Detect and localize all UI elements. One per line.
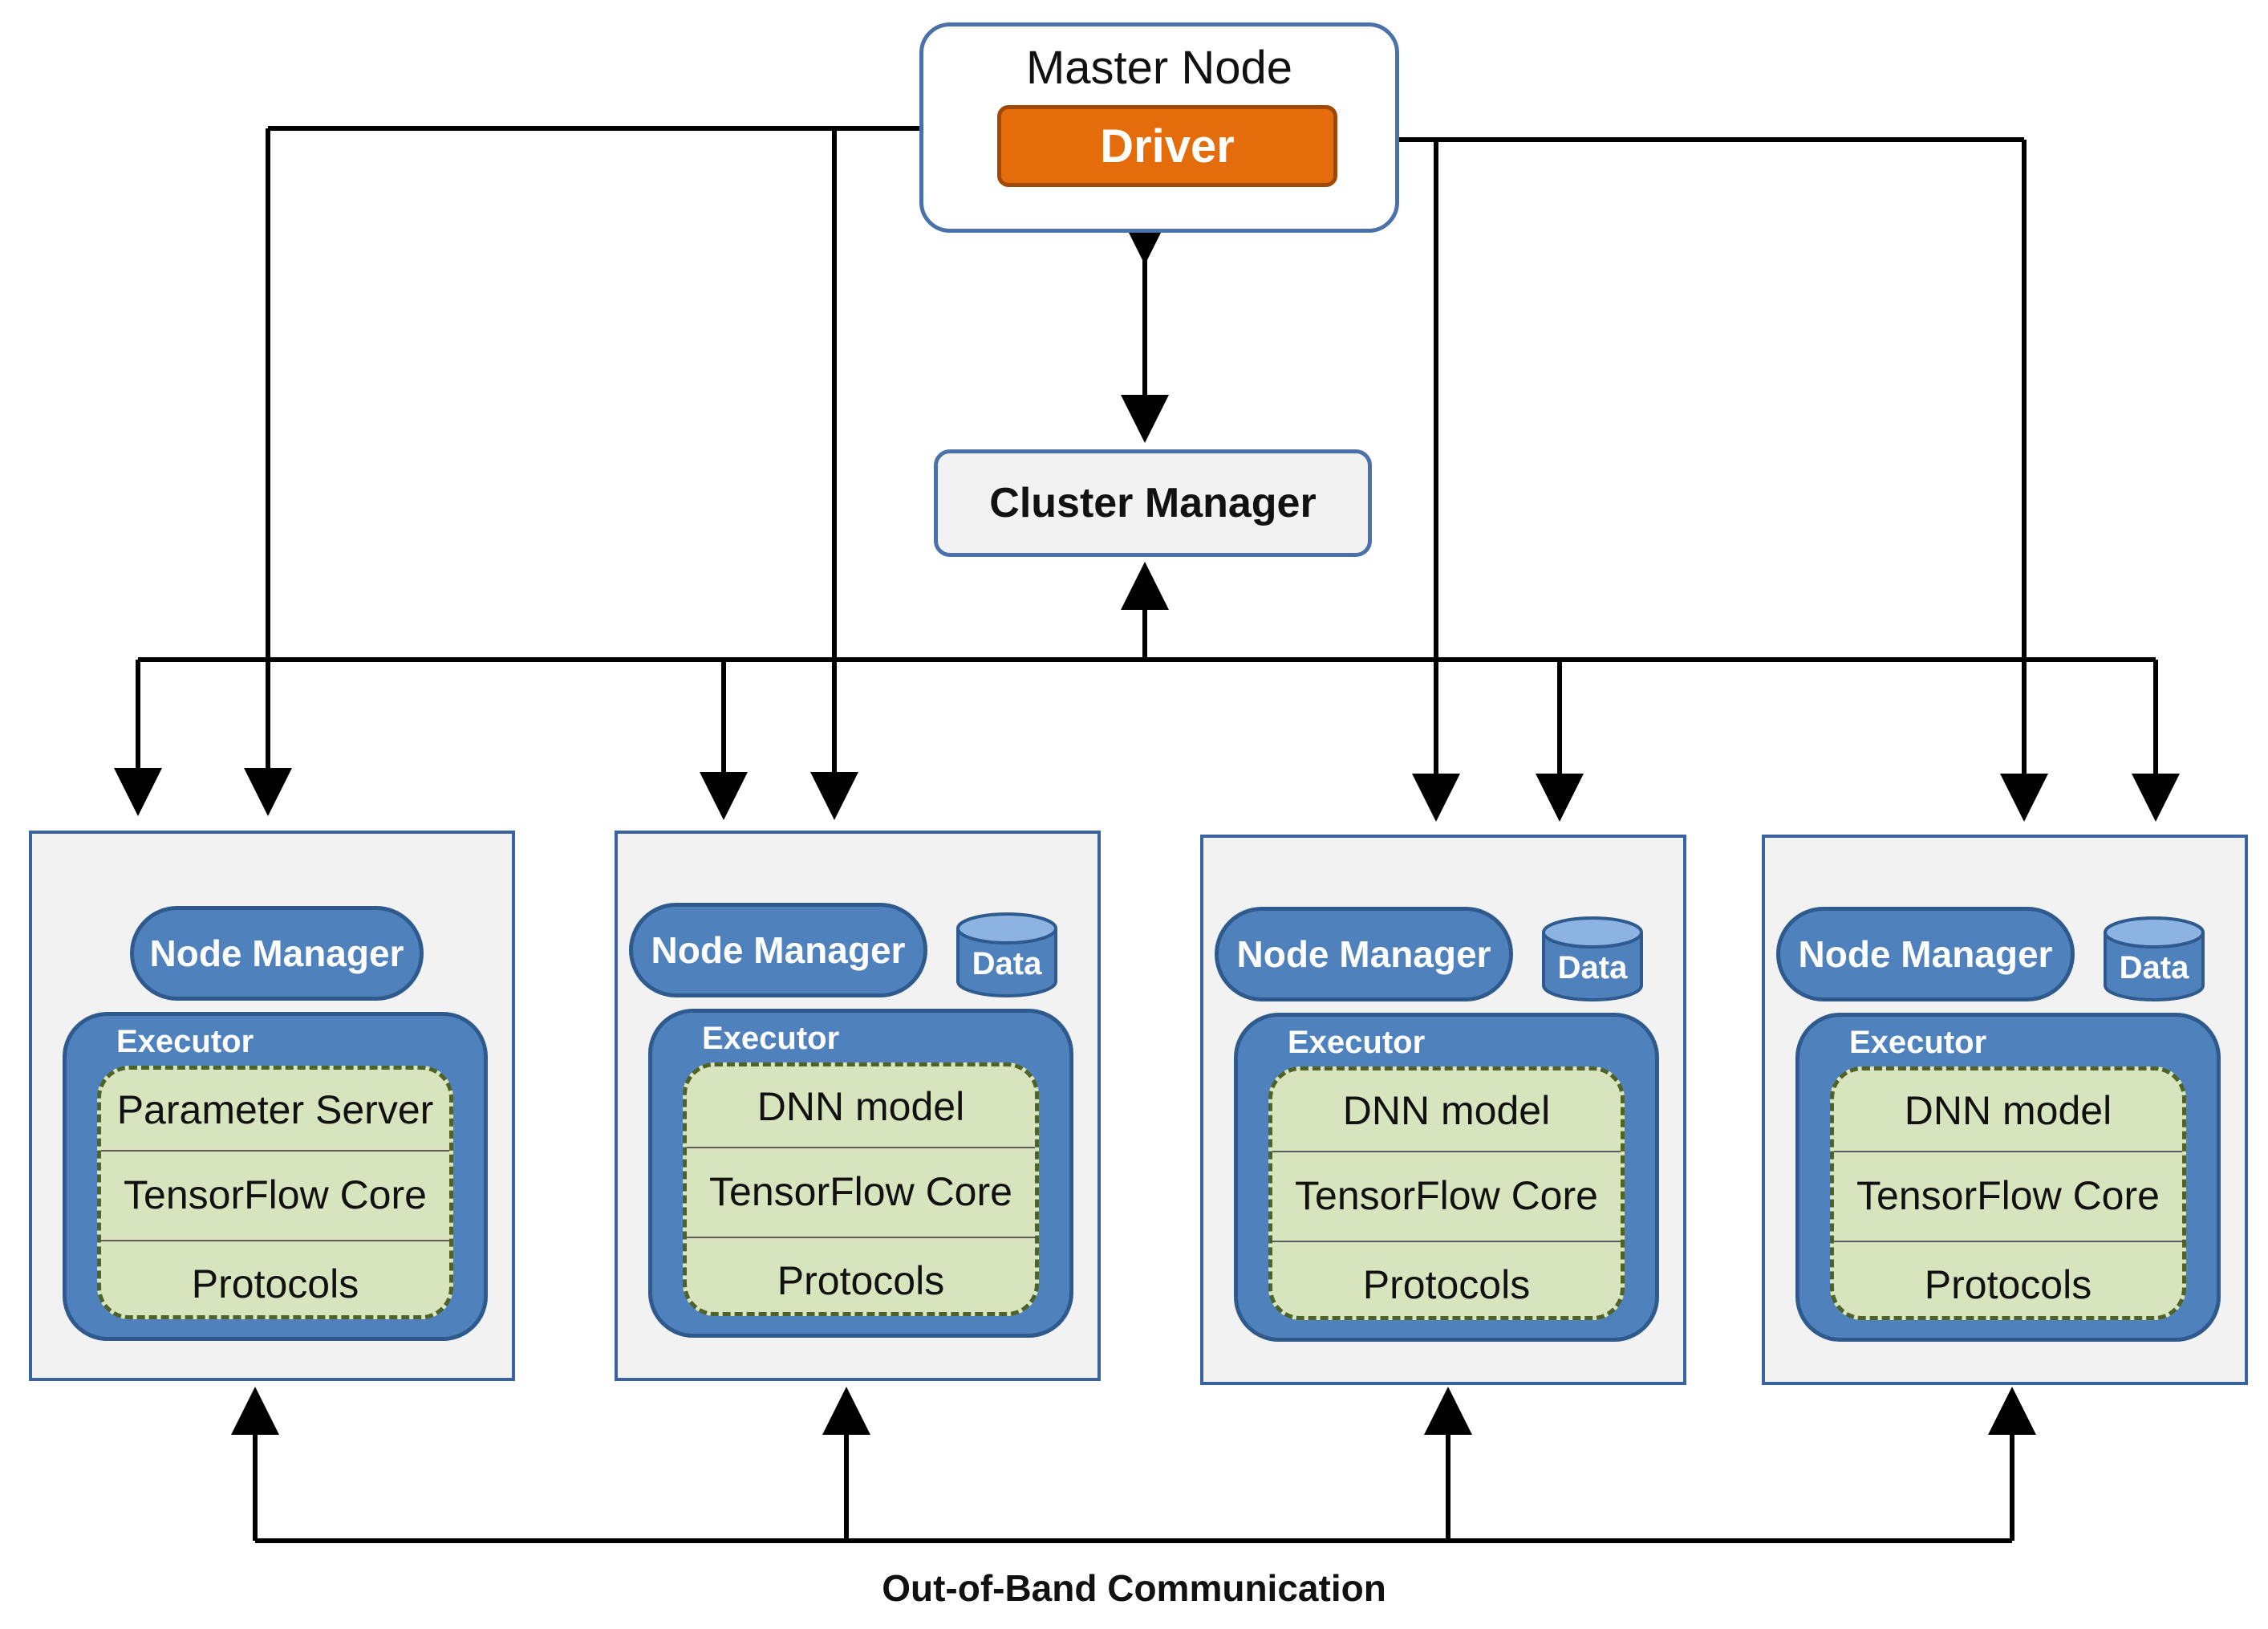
node-manager: Node Manager bbox=[629, 903, 927, 997]
executor-label: Executor bbox=[1849, 1025, 1987, 1060]
executor-label: Executor bbox=[1288, 1025, 1426, 1060]
cluster-manager: Cluster Manager bbox=[934, 449, 1372, 557]
layer-top: DNN model bbox=[757, 1084, 965, 1129]
layer-bottom: Protocols bbox=[1924, 1262, 2092, 1307]
layer-bottom: Protocols bbox=[1362, 1262, 1531, 1307]
layer-top: DNN model bbox=[1904, 1088, 2112, 1133]
executor-stack: DNN model TensorFlow Core Protocols bbox=[1268, 1066, 1625, 1320]
layer-top: DNN model bbox=[1342, 1088, 1551, 1133]
data-label: Data bbox=[972, 946, 1042, 981]
layer-middle: TensorFlow Core bbox=[709, 1169, 1012, 1214]
layer-bottom: Protocols bbox=[191, 1261, 359, 1306]
driver-box: Driver bbox=[997, 105, 1337, 187]
data-cylinder-icon bbox=[2104, 916, 2205, 1001]
data-cylinder-icon bbox=[1542, 916, 1643, 1001]
node-manager: Node Manager bbox=[130, 906, 424, 1001]
layer-middle: TensorFlow Core bbox=[1856, 1173, 2160, 1218]
layer-middle: TensorFlow Core bbox=[1295, 1173, 1598, 1218]
executor-stack: DNN model TensorFlow Core Protocols bbox=[683, 1062, 1039, 1316]
layer-divider bbox=[1834, 1151, 2182, 1152]
executor: Executor DNN model TensorFlow Core Proto… bbox=[1795, 1013, 2221, 1342]
layer-middle: TensorFlow Core bbox=[124, 1172, 427, 1217]
layer-divider bbox=[1272, 1241, 1621, 1242]
out-of-band-label: Out-of-Band Communication bbox=[882, 1567, 1386, 1609]
data-label: Data bbox=[1557, 950, 1628, 985]
worker-node-1: Node Manager Executor Parameter Server T… bbox=[29, 831, 515, 1381]
layer-divider bbox=[1834, 1241, 2182, 1242]
executor: Executor DNN model TensorFlow Core Proto… bbox=[1234, 1013, 1659, 1342]
executor-stack: DNN model TensorFlow Core Protocols bbox=[1830, 1066, 2186, 1320]
executor-stack: Parameter Server TensorFlow Core Protoco… bbox=[97, 1066, 453, 1319]
layer-divider bbox=[687, 1147, 1035, 1148]
layer-divider bbox=[101, 1150, 449, 1152]
layer-divider bbox=[687, 1237, 1035, 1238]
executor: Executor Parameter Server TensorFlow Cor… bbox=[63, 1012, 488, 1341]
master-node-title: Master Node bbox=[1025, 42, 1293, 94]
node-manager: Node Manager bbox=[1215, 907, 1513, 1001]
layer-bottom: Protocols bbox=[777, 1258, 945, 1303]
layer-divider bbox=[101, 1240, 449, 1241]
worker-node-4: Node Manager Data Executor DNN model Ten… bbox=[1762, 835, 2248, 1385]
worker-node-3: Node Manager Data Executor DNN model Ten… bbox=[1200, 835, 1686, 1385]
data-cylinder-icon bbox=[956, 912, 1057, 997]
worker-node-2: Node Manager Data Executor DNN model Ten… bbox=[615, 831, 1101, 1381]
layer-top: Parameter Server bbox=[116, 1087, 434, 1132]
layer-divider bbox=[1272, 1151, 1621, 1152]
data-label: Data bbox=[2119, 950, 2189, 985]
node-manager: Node Manager bbox=[1776, 907, 2075, 1001]
executor-label: Executor bbox=[116, 1024, 254, 1059]
executor: Executor DNN model TensorFlow Core Proto… bbox=[648, 1009, 1073, 1338]
executor-label: Executor bbox=[702, 1021, 840, 1056]
master-node: Master Node Driver bbox=[919, 22, 1399, 233]
